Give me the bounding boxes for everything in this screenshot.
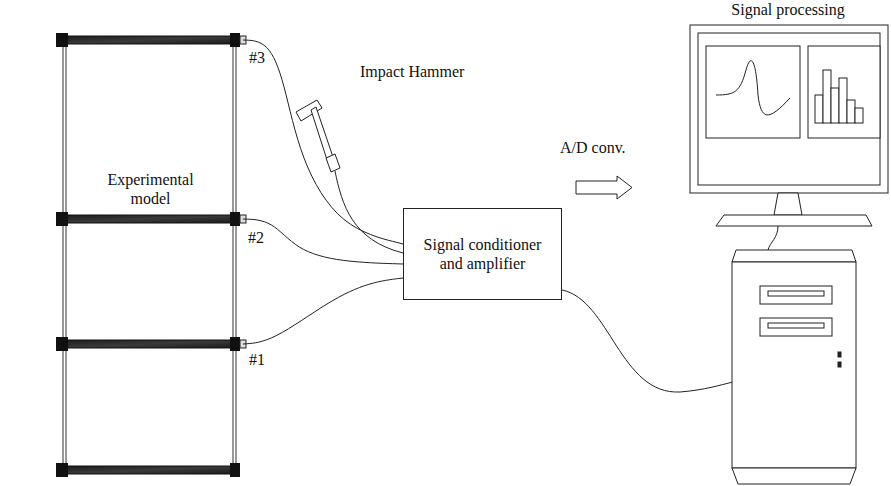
node-label: Experimental model: [91, 170, 211, 208]
floor-beam: [60, 36, 238, 44]
monitor: [839, 78, 847, 123]
conversion-arrow: [576, 176, 632, 199]
computer-tower: [838, 362, 841, 367]
floor-beam: [230, 463, 240, 477]
floor-beam: [230, 212, 240, 226]
frame-column: [63, 40, 236, 472]
floor-beam: [60, 215, 238, 223]
impact-hammer: [326, 154, 340, 172]
monitor: [823, 70, 831, 123]
computer-tower: [732, 468, 856, 484]
hammer-cable: [335, 171, 403, 253]
monitor: [706, 46, 800, 138]
computer-tower: [768, 291, 824, 296]
monitor: [768, 226, 778, 250]
computer-tower: [732, 262, 856, 468]
monitor: [847, 100, 855, 123]
monitor: [716, 215, 872, 226]
floor-beam: [56, 463, 68, 477]
floor-beam: [56, 33, 246, 477]
monitor: [831, 88, 839, 123]
impact-hammer: [311, 107, 334, 163]
monitor-panel: Signal processing: [688, 0, 888, 193]
floor-beam: [56, 212, 68, 226]
computer-tower: [732, 250, 856, 484]
frame-column: [63, 40, 64, 472]
computer-tower: [760, 318, 832, 336]
floor-beam: [56, 337, 68, 351]
model-frame: Experimental model: [58, 30, 243, 475]
floor-beam: [60, 466, 238, 474]
frame-column: [236, 40, 237, 472]
panel-heading: Signal processing: [688, 0, 888, 19]
floor-beam: [60, 340, 238, 348]
frame-column: [66, 40, 67, 472]
computer-tower: [760, 286, 832, 304]
floor-beam: [230, 337, 240, 351]
process-box: Signal conditioner and amplifier: [403, 208, 562, 300]
callout-number: #1: [249, 350, 265, 369]
monitor: [815, 70, 863, 123]
monitor: [690, 25, 888, 250]
floor-beam: [230, 33, 240, 47]
sensor-cable: [243, 219, 403, 264]
computer-tower: [732, 250, 856, 262]
monitor: [698, 33, 880, 185]
monitor: [808, 46, 880, 138]
sensor-cable: [243, 278, 403, 344]
callout-number: #3: [249, 48, 265, 67]
monitor: [815, 95, 823, 123]
signal-label: A/D conv.: [560, 138, 626, 157]
computer-tower: [768, 323, 824, 328]
monitor: [774, 193, 802, 215]
monitor: [855, 108, 863, 123]
frame-column: [233, 40, 234, 472]
monitor: [716, 61, 790, 115]
device-label: Impact Hammer: [360, 62, 464, 81]
monitor: [690, 25, 888, 193]
impact-hammer: [296, 100, 340, 172]
node-label: Signal conditioner and amplifier: [413, 235, 553, 273]
floor-beam: [56, 33, 68, 47]
output-cable: [562, 290, 733, 392]
callout-number: #2: [248, 228, 264, 247]
computer-tower: [838, 352, 841, 357]
